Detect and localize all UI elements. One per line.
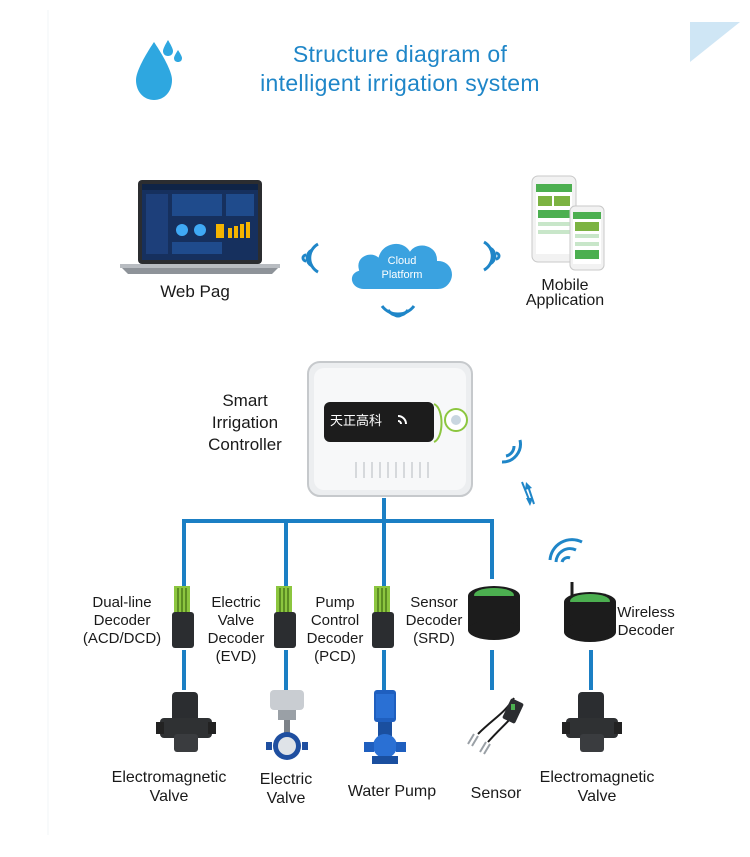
device-label-electromagnetic-valve: Electromagnetic Valve [530, 768, 664, 806]
water-pump-icon [364, 690, 406, 764]
bus-drop-line [182, 519, 186, 587]
decoder-label-line: Decoder [207, 630, 265, 647]
device-label-electromagnetic-valve: Electromagnetic Valve [104, 768, 234, 806]
device-link-line [490, 650, 494, 690]
controller-label-line-2: Irrigation [211, 413, 279, 432]
web-page-label: Web Pag [160, 282, 230, 301]
bidirectional-arrow-icon [521, 481, 535, 506]
decoder-label-line: (ACD/DCD) [82, 630, 162, 647]
laptop-icon [120, 180, 280, 274]
diagram-title: Structure diagram of intelligent irrigat… [200, 40, 600, 98]
device-link-line [182, 650, 186, 690]
device-label-line: Sensor [470, 785, 522, 802]
decoder-label-wireless: Wireless Decoder [606, 604, 686, 640]
device-label-line: Electromagnetic [539, 769, 655, 786]
controller-trunk-line [382, 498, 386, 522]
decoder-label-line: (EVD) [215, 648, 257, 665]
device-label-line: Electric [259, 771, 313, 788]
wifi-icon [548, 538, 583, 563]
pump-control-decoder-icon [372, 586, 394, 648]
decoder-label-line: Control [310, 612, 360, 629]
mobile-label-line-1: Mobile [541, 277, 589, 294]
decoder-label-line: Wireless [617, 604, 675, 621]
device-link-line [589, 650, 593, 690]
decoder-label-sensor: Sensor Decoder (SRD) [398, 594, 470, 648]
device-label-line: Valve [149, 788, 189, 805]
bus-drop-line [382, 519, 386, 587]
wifi-icon [301, 242, 319, 274]
decoder-label-line: Pump [315, 594, 355, 611]
wifi-icon [483, 240, 501, 272]
sensor-probe-icon [467, 697, 524, 755]
decoder-label-line: Decoder [306, 630, 364, 647]
water-drop-icon [136, 40, 182, 100]
mobile-label-line-2: Application [525, 292, 605, 309]
electromagnetic-valve-icon [562, 692, 622, 752]
decoder-label-line: Decoder [617, 622, 675, 639]
wifi-icon [380, 305, 416, 318]
device-label-electric-valve: Electric Valve [240, 770, 332, 808]
decoder-label-line: Sensor [410, 594, 458, 611]
decoder-label-line: (SRD) [413, 630, 455, 647]
dual-line-decoder-icon [172, 586, 194, 648]
decoder-label-line: Dual-line [92, 594, 152, 611]
device-label-line: Water Pump [347, 783, 437, 800]
device-link-line [382, 650, 386, 690]
smart-controller-device [307, 361, 473, 497]
device-label-line: Electromagnetic [111, 769, 227, 786]
bus-drop-line [284, 519, 288, 587]
cloud-label-line-1: Cloud [388, 255, 417, 267]
decoder-label-pump-control: Pump Control Decoder (PCD) [298, 594, 372, 666]
device-label-water-pump: Water Pump [332, 782, 452, 801]
cloud-label-line-2: Platform [382, 269, 423, 281]
decoder-label-line: Valve [217, 612, 255, 629]
decoder-label-line: Electric [211, 594, 261, 611]
bus-drop-line [490, 519, 494, 579]
decoder-label-dual-line: Dual-line Decoder (ACD/DCD) [74, 594, 170, 648]
electric-valve-icon [266, 690, 308, 760]
controller-label-line-3: Controller [208, 435, 282, 454]
device-link-line [284, 650, 288, 690]
wifi-icon [501, 439, 522, 464]
controller-label: Smart Irrigation Controller [190, 390, 300, 456]
controller-label-line-1: Smart [222, 391, 268, 410]
device-label-sensor: Sensor [456, 784, 536, 803]
electric-valve-decoder-icon [274, 586, 296, 648]
mobile-phones-icon [531, 175, 605, 271]
sensor-decoder-icon [468, 586, 520, 640]
decoder-label-line: (PCD) [314, 648, 356, 665]
controller-brand-text: 天正高科 [330, 414, 383, 429]
decoder-label-electric-valve: Electric Valve Decoder (EVD) [198, 594, 274, 666]
cloud-platform-icon: Cloud Platform [349, 241, 454, 291]
electromagnetic-valve-icon [156, 692, 216, 752]
decoder-label-line: Decoder [93, 612, 151, 629]
decoder-label-line: Decoder [405, 612, 463, 629]
device-label-line: Valve [266, 790, 306, 807]
decoder-bus-line [182, 519, 494, 523]
title-line-2: intelligent irrigation system [260, 70, 540, 96]
title-line-1: Structure diagram of [292, 41, 508, 67]
wireless-decoder-icon [564, 582, 616, 642]
device-label-line: Valve [577, 788, 617, 805]
mobile-app-label: Mobile Application [510, 277, 620, 309]
